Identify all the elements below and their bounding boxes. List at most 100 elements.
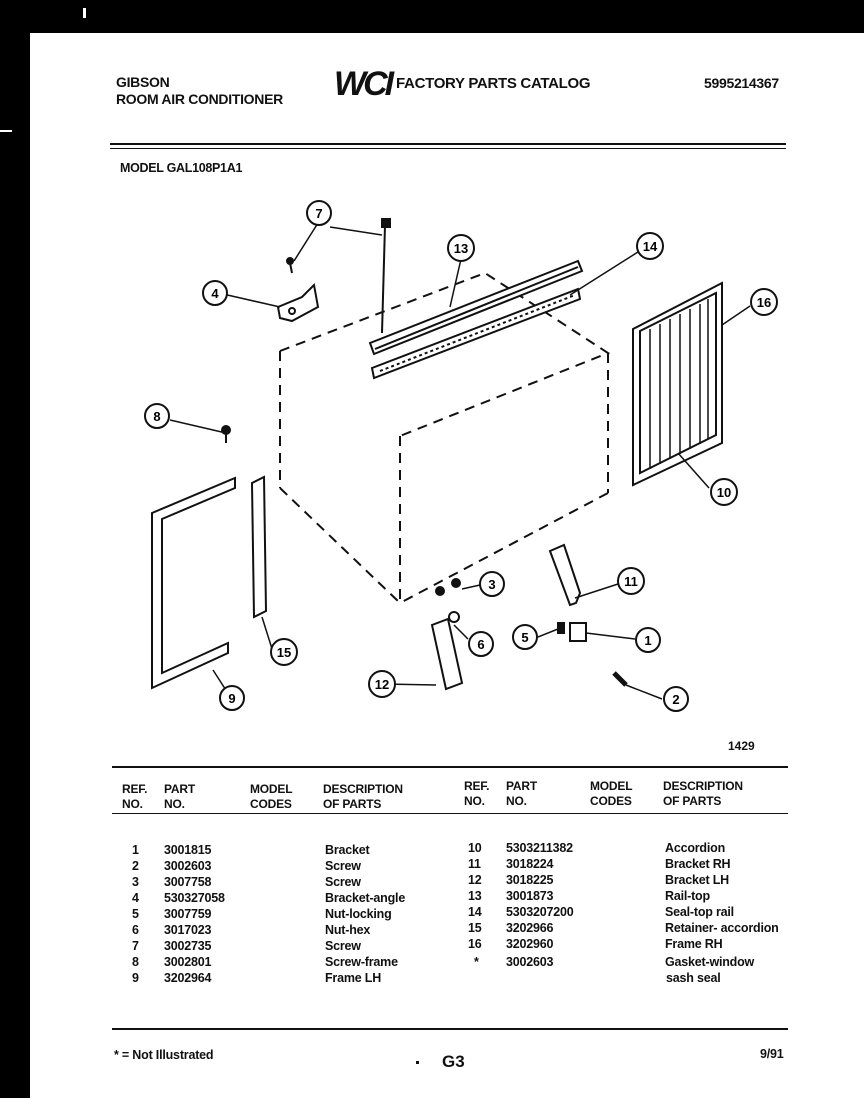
svg-text:2: 2 xyxy=(672,692,679,707)
table-row-desc: Bracket-angle xyxy=(325,891,406,905)
header-rule-top xyxy=(110,143,786,145)
rail-top-part xyxy=(368,259,584,356)
table-row-ref: 7 xyxy=(132,939,139,953)
model-number: MODEL GAL108P1A1 xyxy=(120,161,243,175)
table-row-desc: Frame RH xyxy=(665,937,723,951)
callout-12: 12 xyxy=(368,670,396,698)
table-row-part: 3202960 xyxy=(506,937,554,951)
table-row-desc: Gasket-window xyxy=(665,955,755,969)
catalog-title: FACTORY PARTS CATALOG xyxy=(396,75,591,92)
table-row-part: 3017023 xyxy=(164,923,212,937)
svg-text:11: 11 xyxy=(624,574,638,589)
table-row-part: 3002603 xyxy=(506,955,554,969)
table-row-desc: sash seal xyxy=(666,971,721,985)
table-row-part: 3202966 xyxy=(506,921,554,935)
table-row-ref: 1 xyxy=(132,843,139,857)
catalog-page: GIBSON ROOM AIR CONDITIONER WCI FACTORY … xyxy=(30,33,864,1098)
table-row-part: 3018224 xyxy=(506,857,554,871)
exploded-parts-diagram: 7 4 13 14 16 8 10 11 3 5 1 6 2 12 15 9 xyxy=(144,200,778,712)
footer-date: 9/91 xyxy=(760,1047,784,1061)
callout-13: 13 xyxy=(447,234,475,262)
svg-text:10: 10 xyxy=(717,485,731,500)
footer-dot xyxy=(416,1061,419,1064)
table-row-desc: Nut-hex xyxy=(325,923,371,937)
svg-text:12: 12 xyxy=(375,677,389,692)
callout-9: 9 xyxy=(219,685,245,711)
table-row-desc: Screw xyxy=(325,939,361,953)
table-row-part: 3018225 xyxy=(506,873,554,887)
svg-text:6: 6 xyxy=(477,637,484,652)
logo-text: WCI xyxy=(334,65,396,101)
table-row-ref: 5 xyxy=(132,907,139,921)
table-row-desc: Seal-top rail xyxy=(665,905,734,919)
table-row-part: 3002735 xyxy=(164,939,212,953)
page-number: G3 xyxy=(442,1052,465,1071)
retainer-accordion-part xyxy=(250,475,268,619)
right-codes-header: MODEL CODES xyxy=(590,779,633,808)
svg-text:16: 16 xyxy=(757,295,771,310)
svg-text:9: 9 xyxy=(228,691,235,706)
table-row-desc: Bracket RH xyxy=(665,857,731,871)
bracket-angle-part xyxy=(276,282,320,323)
callout-labels: 7 4 13 14 16 8 10 11 3 5 1 6 2 12 15 9 xyxy=(144,200,778,712)
table-row-ref: * xyxy=(474,955,479,969)
callout-15: 15 xyxy=(270,638,298,666)
header-rule-bottom xyxy=(110,148,786,149)
callout-1: 1 xyxy=(635,627,661,653)
svg-text:5: 5 xyxy=(521,630,528,645)
svg-text:3: 3 xyxy=(488,577,495,592)
table-row-ref: 11 xyxy=(468,857,481,871)
table-header-rule xyxy=(112,813,788,814)
svg-text:7: 7 xyxy=(315,206,322,221)
table-row-ref: 3 xyxy=(132,875,139,889)
table-row-ref: 14 xyxy=(468,905,482,919)
left-ref-header: REF. NO. xyxy=(122,782,148,811)
table-row-desc: Bracket xyxy=(325,843,370,857)
svg-text:4: 4 xyxy=(211,286,219,301)
figure-number: 1429 xyxy=(728,739,755,753)
table-row-ref: 16 xyxy=(468,937,482,951)
table-row-ref: 10 xyxy=(468,841,482,855)
table-row-part: 3002801 xyxy=(164,955,212,969)
table-row-desc: Retainer- accordion xyxy=(665,921,779,935)
table-row-part: 3202964 xyxy=(164,971,212,985)
table-row-desc: Screw-frame xyxy=(325,955,398,969)
svg-text:1: 1 xyxy=(644,633,651,648)
table-rule-bottom xyxy=(112,1028,788,1030)
product-name: ROOM AIR CONDITIONER xyxy=(116,91,283,107)
callout-3: 3 xyxy=(479,571,505,597)
table-rule-top xyxy=(112,766,788,768)
right-part-header: PART NO. xyxy=(506,779,537,808)
table-row-desc: Rail-top xyxy=(665,889,710,903)
table-row-part: 3001815 xyxy=(164,843,212,857)
callout-10: 10 xyxy=(710,478,738,506)
svg-text:15: 15 xyxy=(277,645,291,660)
scan-mark xyxy=(0,130,12,132)
table-row-ref: 4 xyxy=(132,891,139,905)
table-row-ref: 9 xyxy=(132,971,139,985)
callout-2: 2 xyxy=(663,686,689,712)
right-ref-header: REF. NO. xyxy=(464,779,490,808)
callout-7: 7 xyxy=(306,200,332,226)
table-row-ref: 15 xyxy=(468,921,482,935)
frame-lh-part xyxy=(151,476,236,690)
table-row-desc: Bracket LH xyxy=(665,873,729,887)
table-row-part: 3007759 xyxy=(164,907,212,921)
table-row-part: 3001873 xyxy=(506,889,554,903)
seal-top-rail-part xyxy=(370,287,582,380)
table-row-ref: 13 xyxy=(468,889,482,903)
callout-8: 8 xyxy=(144,403,170,429)
table-row-desc: Screw xyxy=(325,859,361,873)
table-row-ref: 12 xyxy=(468,873,482,887)
svg-text:8: 8 xyxy=(153,409,160,424)
leader-lines xyxy=(169,222,751,700)
scan-mark xyxy=(83,8,86,18)
table-row-desc: Accordion xyxy=(665,841,726,855)
table-row-desc: Screw xyxy=(325,875,361,889)
footer-note: * = Not Illustrated xyxy=(114,1048,214,1062)
left-part-header: PART NO. xyxy=(164,782,195,811)
bracket-small-part xyxy=(557,622,587,642)
callout-14: 14 xyxy=(636,232,664,260)
table-row-part: 530327058 xyxy=(164,891,225,905)
table-row-ref: 6 xyxy=(132,923,139,937)
